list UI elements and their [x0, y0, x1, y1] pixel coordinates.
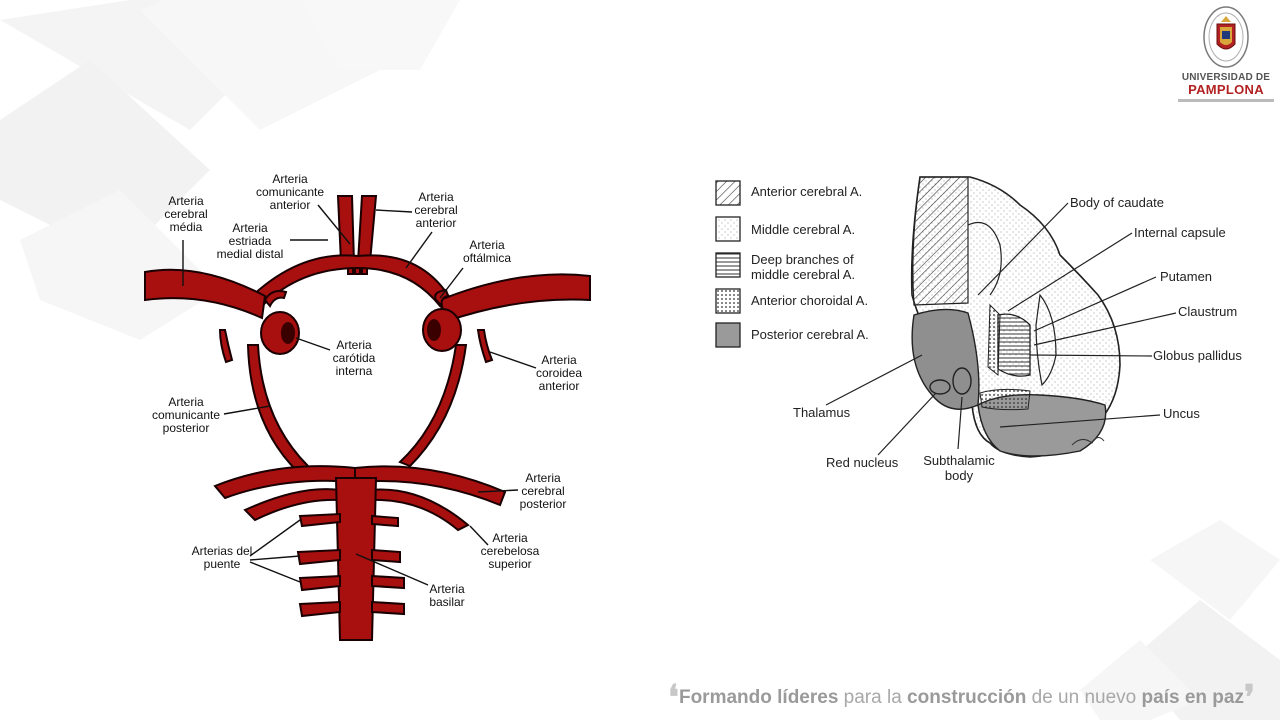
label-basilar: Arteria basilar [429, 582, 465, 609]
label-arterias-puente: Arterias del puente [191, 544, 253, 571]
label-cerebral-anterior: Arteria cerebral anterior [414, 190, 458, 230]
slogan-part-3: construcción [907, 687, 1027, 708]
legend-deep-branches: Deep branches of middle cerebral A. [751, 252, 856, 282]
label-estriada-medial-distal: Arteria estriada medial distal [216, 221, 284, 261]
label-coroidea-anterior: Arteria coroidea anterior [535, 353, 583, 393]
slogan-part-2: para la [838, 687, 908, 708]
label-red-nucleus: Red nucleus [826, 455, 899, 470]
label-putamen: Putamen [1160, 269, 1213, 284]
label-cerebral-posterior: Arteria cerebral posterior [519, 471, 567, 511]
label-oftalmica: Arteria oftálmica [462, 238, 512, 265]
slogan-part-4: de un nuevo [1026, 687, 1142, 708]
label-claustrum: Claustrum [1178, 304, 1238, 319]
legend-middle-cerebral: Middle cerebral A. [751, 222, 856, 237]
circle-of-willis-diagram [144, 195, 591, 641]
label-uncus: Uncus [1163, 406, 1200, 421]
label-body-of-caudate: Body of caudate [1070, 195, 1164, 210]
slogan-part-1: Formando líderes [678, 687, 839, 708]
university-logo: UNIVERSIDAD DE PAMPLONA [1176, 4, 1276, 108]
label-thalamus: Thalamus [793, 405, 851, 420]
label-subthalamic-body: Subthalamic body [923, 453, 995, 483]
logo-underline [1178, 99, 1274, 102]
label-comunicante-posterior: Arteria comunicante posterior [151, 395, 221, 435]
university-seal-icon [1203, 6, 1249, 68]
legend-posterior-cerebral: Posterior cerebral A. [751, 327, 869, 342]
brain-section-diagram [715, 176, 1177, 458]
label-globus-pallidus: Globus pallidus [1153, 348, 1242, 363]
label-carotida-interna: Arteria carótida interna [332, 338, 376, 378]
legend-anterior-cerebral: Anterior cerebral A. [751, 184, 863, 199]
label-comunicante-anterior: Arteria comunicante anterior [255, 172, 325, 212]
label-cerebral-media: Arteria cerebral média [164, 194, 208, 234]
close-quote-icon: ❜ [1243, 678, 1255, 718]
label-cerebelosa-superior: Arteria cerebelosa superior [480, 531, 540, 571]
legend-anterior-choroidal: Anterior choroidal A. [751, 293, 869, 308]
label-internal-capsule: Internal capsule [1134, 225, 1226, 240]
logo-text-top: UNIVERSIDAD DE [1181, 72, 1271, 83]
footer-slogan: ❛Formando líderes para la construcción d… [668, 678, 1255, 718]
slogan-part-5: país en paz [1141, 687, 1244, 708]
open-quote-icon: ❛ [668, 678, 679, 718]
logo-text-name: PAMPLONA [1188, 82, 1264, 97]
